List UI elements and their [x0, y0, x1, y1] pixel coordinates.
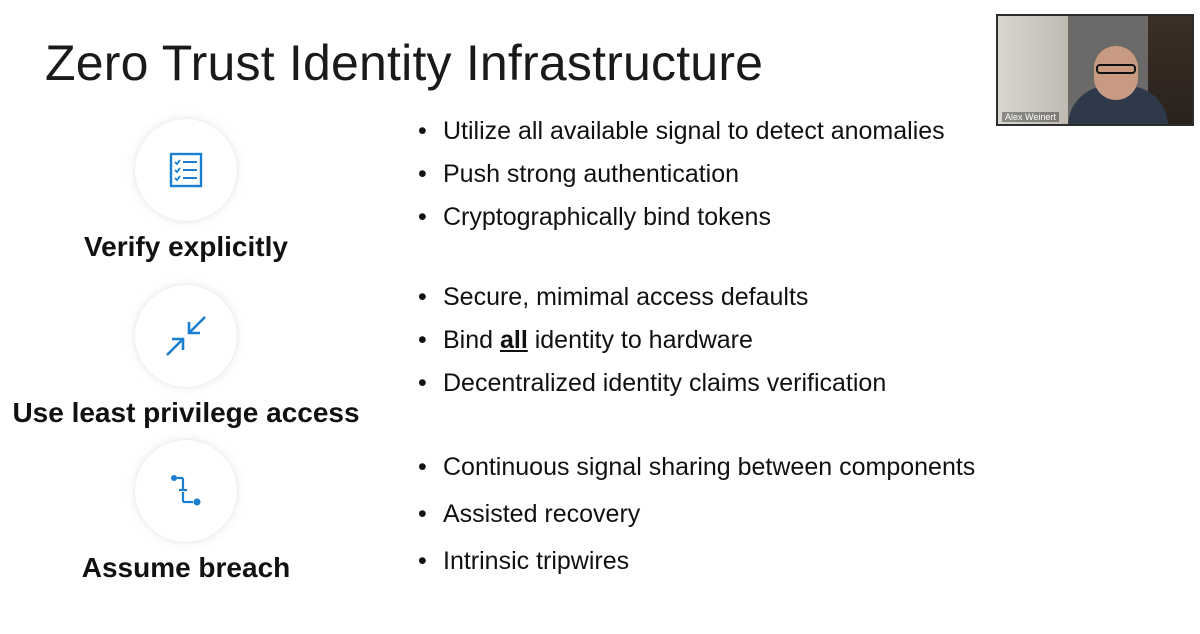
- branch-flow-icon: [171, 475, 201, 506]
- pillar-icon-circle: [135, 440, 237, 542]
- bullet-item: Cryptographically bind tokens: [416, 205, 945, 231]
- bullet-list-assume-breach: Continuous signal sharing between compon…: [416, 455, 975, 575]
- bullet-item: Assisted recovery: [416, 502, 975, 528]
- arrows-inward-icon: [166, 316, 206, 356]
- pillar-label: Assume breach: [81, 552, 291, 583]
- pillar-icon-circle: [135, 119, 237, 221]
- bullet-item: Utilize all available signal to detect a…: [416, 119, 945, 145]
- pillar-label: Use least privilege access: [12, 397, 360, 428]
- bullet-item: Decentralized identity claims verificati…: [416, 371, 886, 397]
- video-background: [998, 16, 1068, 124]
- participant-name-label: Alex Weinert: [1002, 112, 1059, 122]
- bullet-item: Bind all identity to hardware: [416, 328, 886, 354]
- pillar-assume-breach: Assume breach: [6, 440, 366, 584]
- participant-video: [1096, 64, 1136, 74]
- slide-title: Zero Trust Identity Infrastructure: [45, 35, 764, 91]
- bullet-item: Secure, mimimal access defaults: [416, 285, 886, 311]
- pillar-least-privilege: Use least privilege access: [6, 285, 366, 429]
- bullet-item: Continuous signal sharing between compon…: [416, 455, 975, 481]
- pillar-label: Verify explicitly: [84, 231, 288, 262]
- bullet-list-verify: Utilize all available signal to detect a…: [416, 119, 945, 231]
- bullet-item: Push strong authentication: [416, 162, 945, 188]
- pillar-verify-explicitly: Verify explicitly: [6, 119, 366, 263]
- pillar-icon-circle: [135, 285, 237, 387]
- checklist-icon: [169, 152, 203, 188]
- webcam-video-tile[interactable]: Alex Weinert: [996, 14, 1194, 126]
- bullet-list-least-privilege: Secure, mimimal access defaults Bind all…: [416, 285, 886, 397]
- bullet-item: Intrinsic tripwires: [416, 549, 975, 575]
